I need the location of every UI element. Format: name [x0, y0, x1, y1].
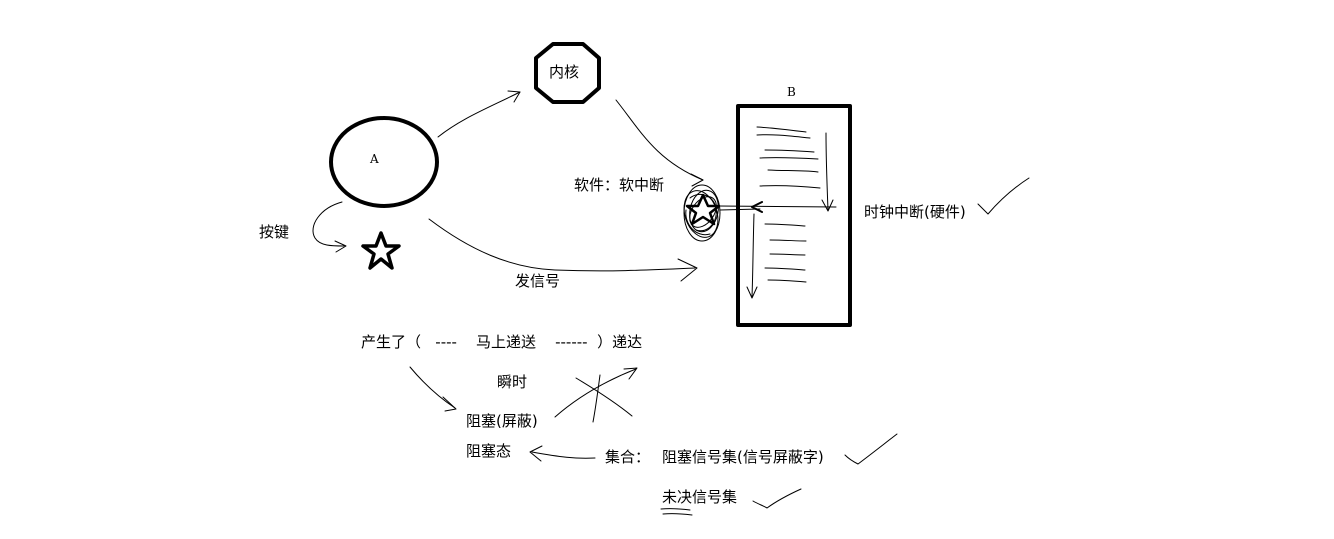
arrow-head-into-b — [751, 201, 763, 213]
underline-pending-1 — [660, 508, 691, 511]
cross-stroke-2 — [592, 374, 601, 423]
process-a-ellipse — [329, 116, 439, 208]
scribble-star — [683, 184, 721, 242]
label-software-interrupt: 软件：软中断 — [574, 176, 665, 194]
process-b-rect — [736, 104, 852, 327]
label-block-state: 阻塞态 — [466, 442, 512, 460]
arrow-head-block — [442, 396, 457, 412]
label-clock-interrupt: 时钟中断(硬件) — [864, 203, 966, 221]
label-instant: 瞬时 — [497, 373, 528, 391]
label-produce: 产生了（ ---- 马上递送 ------ ）递达 — [361, 333, 643, 351]
label-block-mask: 阻塞(屏蔽) — [466, 412, 538, 430]
check-mark-block-set — [844, 433, 898, 465]
label-block-set: 阻塞信号集(信号屏蔽字) — [662, 448, 824, 466]
arrow-into-b — [717, 205, 837, 208]
flow-arrow-right-head — [821, 199, 834, 212]
arrow-head-send-signal — [677, 258, 698, 282]
label-keypress: 按键 — [259, 223, 290, 241]
arrow-head-kernel-b — [690, 173, 704, 187]
cross-stroke-1 — [575, 377, 633, 417]
crossed-arrow-head — [623, 367, 638, 380]
node-a-label: A — [370, 152, 379, 166]
flow-arrow-left — [751, 213, 755, 298]
arrow-head-kernel — [507, 90, 521, 103]
check-mark-pending-set — [752, 488, 802, 509]
check-mark-clock — [977, 177, 1030, 215]
code-lines-lower — [764, 223, 807, 283]
node-kernel-label: 内核 — [549, 63, 580, 81]
label-pending-set: 未决信号集 — [662, 488, 738, 506]
label-send-signal: 发信号 — [515, 272, 561, 290]
arrow-kernel-to-b — [615, 99, 704, 181]
code-lines-upper — [756, 126, 821, 189]
arrow-head-keypress — [334, 240, 347, 253]
underline-pending-2 — [662, 513, 693, 516]
arrow-produce-to-block — [409, 366, 456, 409]
arrow-head-state — [529, 445, 543, 462]
label-set: 集合： — [605, 448, 651, 466]
arrow-send-signal — [428, 218, 696, 272]
kernel-hexagon — [534, 42, 601, 104]
flow-arrow-left-head — [746, 286, 758, 299]
node-b-label: B — [787, 85, 796, 99]
star-icon — [361, 231, 401, 270]
arrow-set-to-state — [531, 451, 596, 459]
flow-arrow-right — [825, 132, 829, 211]
arrow-keypress — [312, 201, 345, 247]
arrow-into-b-2 — [719, 208, 761, 211]
arrow-a-to-kernel — [437, 91, 521, 138]
